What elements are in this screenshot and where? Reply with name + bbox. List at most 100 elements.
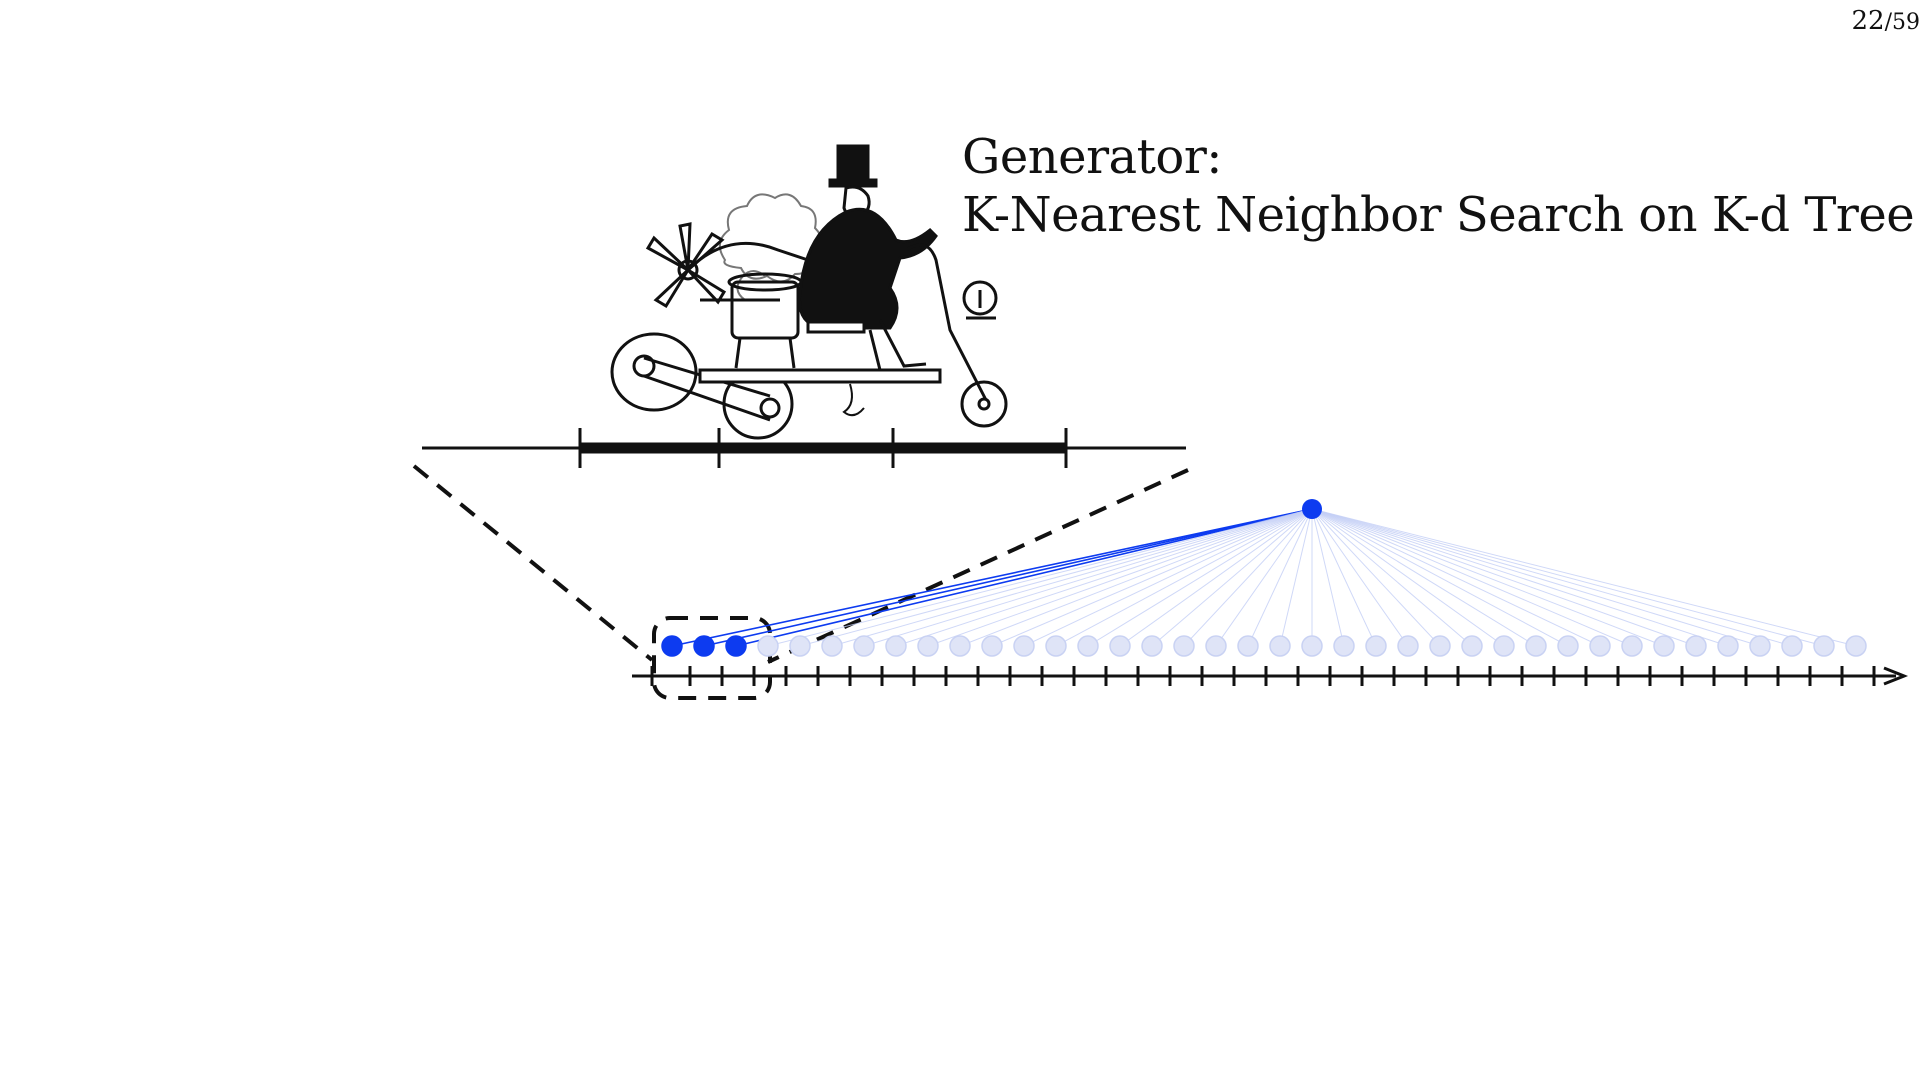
knn-links: [671, 508, 1857, 647]
rear-wheel-icon: [610, 332, 698, 412]
neighbor-link: [895, 508, 1313, 647]
slide-title: Generator: K-Nearest Neighbor Search on …: [962, 128, 1920, 244]
data-point: [1845, 635, 1867, 657]
neighbor-link-selected: [703, 508, 1313, 647]
title-line-2: K-Nearest Neighbor Search on K-d Tree: [962, 187, 1915, 243]
propeller-icon: [645, 222, 727, 309]
neighbor-link: [1311, 508, 1601, 647]
neighbor-link: [1311, 508, 1633, 647]
neighbor-link: [863, 508, 1313, 647]
neighbor-link: [799, 508, 1313, 647]
data-point: [1429, 635, 1451, 657]
boiler-icon: [727, 272, 803, 369]
neighbor-link: [1247, 508, 1313, 647]
neighbor-link: [1311, 508, 1697, 647]
front-wheel-icon: [960, 380, 1008, 428]
neighbor-link: [1311, 508, 1857, 647]
data-points: [661, 499, 1867, 657]
page-current: 22: [1851, 6, 1885, 36]
neighbor-link: [1311, 508, 1825, 647]
data-point: [1589, 635, 1611, 657]
neighbor-point-selected: [661, 635, 683, 657]
data-point: [1173, 635, 1195, 657]
zoomed-scale: [422, 428, 1186, 468]
data-point: [1237, 635, 1259, 657]
axis-ticks: [650, 666, 1876, 686]
neighbor-point-selected: [693, 635, 715, 657]
neighbor-link: [1311, 508, 1345, 647]
data-point: [1365, 635, 1387, 657]
neighbor-link: [927, 508, 1313, 647]
neighbor-link: [1279, 508, 1313, 647]
data-point: [949, 635, 971, 657]
data-point: [1109, 635, 1131, 657]
data-point: [1045, 635, 1067, 657]
data-point: [981, 635, 1003, 657]
data-point: [1301, 635, 1323, 657]
neighbor-link: [1311, 508, 1665, 647]
data-point: [757, 635, 779, 657]
page-total: /59: [1884, 10, 1920, 35]
neighbor-point-selected: [725, 635, 747, 657]
data-point: [1525, 635, 1547, 657]
neighbor-link-selected: [735, 508, 1313, 647]
data-point: [1461, 635, 1483, 657]
data-point: [1205, 635, 1227, 657]
zoom-guide-right: [767, 468, 1189, 664]
data-point: [1813, 635, 1835, 657]
data-point: [1557, 635, 1579, 657]
data-point: [1333, 635, 1355, 657]
neighbor-link: [1311, 508, 1537, 647]
data-point: [1749, 635, 1771, 657]
data-point: [853, 635, 875, 657]
neighbor-link: [1119, 508, 1313, 647]
data-point: [1685, 635, 1707, 657]
data-point: [1013, 635, 1035, 657]
data-point: [821, 635, 843, 657]
neighbor-link: [1311, 508, 1409, 647]
neighbor-link: [1311, 508, 1761, 647]
neighbor-link: [1311, 508, 1569, 647]
data-point: [1653, 635, 1675, 657]
neighbor-link: [1215, 508, 1313, 647]
data-point: [1621, 635, 1643, 657]
neighbor-link: [1311, 508, 1377, 647]
query-point: [1302, 499, 1322, 519]
neighbor-link: [1311, 508, 1441, 647]
data-point: [1397, 635, 1419, 657]
neighbor-link: [1311, 508, 1729, 647]
neighbor-link: [1183, 508, 1313, 647]
neighbor-link: [1311, 508, 1473, 647]
data-point: [885, 635, 907, 657]
data-point: [1717, 635, 1739, 657]
neighbor-link: [1151, 508, 1313, 647]
neighbor-link: [1023, 508, 1313, 647]
zoom-selection-box: [652, 616, 772, 700]
neighbor-link: [1087, 508, 1313, 647]
data-point: [1781, 635, 1803, 657]
data-point: [789, 635, 811, 657]
data-point: [1141, 635, 1163, 657]
data-point: [1077, 635, 1099, 657]
title-line-1: Generator:: [962, 129, 1222, 185]
neighbor-link: [1055, 508, 1313, 647]
neighbor-link: [831, 508, 1313, 647]
rider-icon: [797, 144, 938, 371]
zoom-guides: [412, 464, 1189, 700]
neighbor-link-selected: [671, 508, 1313, 647]
lamp-icon: [962, 280, 998, 320]
zoom-guide-left: [412, 464, 654, 662]
neighbor-link: [767, 508, 1313, 647]
neighbor-link: [1311, 508, 1505, 647]
data-point: [1493, 635, 1515, 657]
page-counter: 22/59: [1780, 6, 1920, 36]
steam-tricycle-illustration: [610, 144, 1008, 440]
neighbor-link: [1311, 508, 1793, 647]
neighbor-link: [959, 508, 1313, 647]
main-axis: [632, 666, 1909, 686]
neighbor-link: [991, 508, 1313, 647]
axis-arrowhead: [1883, 666, 1909, 686]
data-point: [917, 635, 939, 657]
